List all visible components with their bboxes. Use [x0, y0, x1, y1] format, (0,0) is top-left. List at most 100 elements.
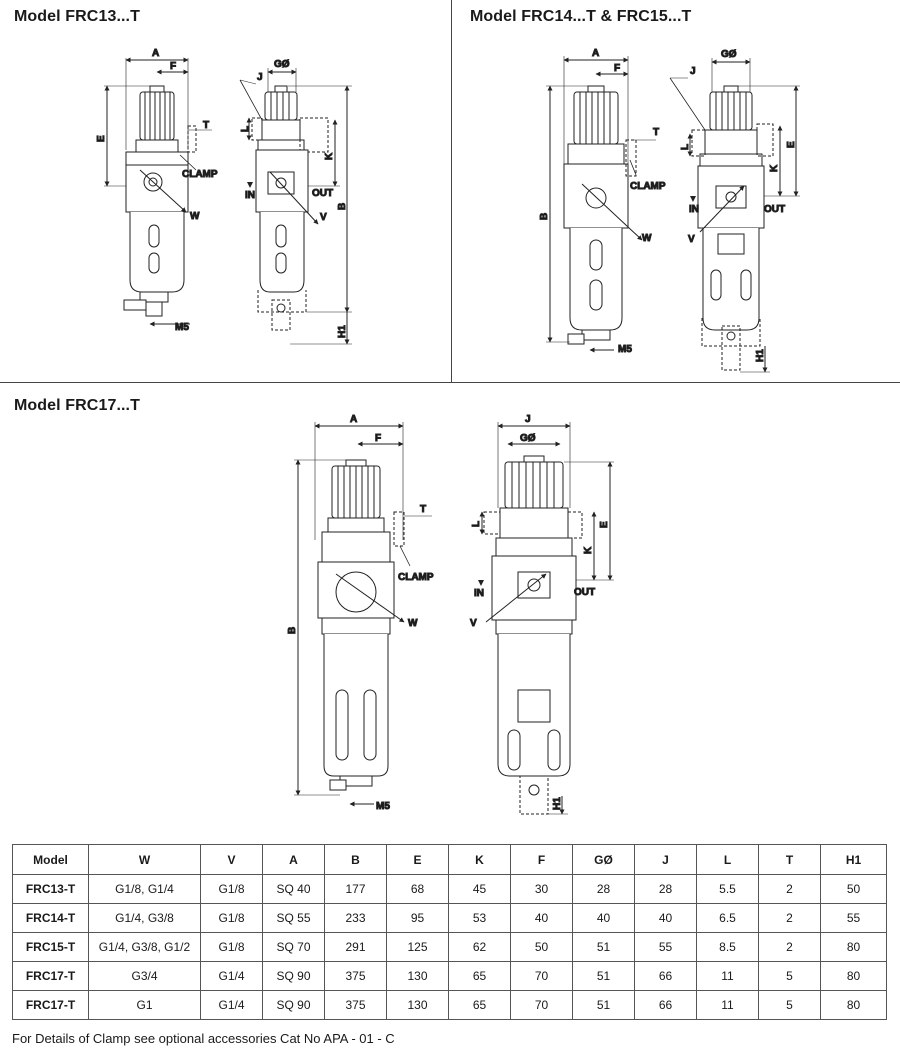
- in-label-frc13: IN: [245, 190, 255, 201]
- table-cell: 5.5: [696, 874, 759, 904]
- table-cell: 50: [510, 932, 573, 962]
- dim-e-frc17: E: [599, 521, 610, 528]
- frc13-side-view: [239, 68, 352, 345]
- table-cell: SQ 40: [262, 874, 325, 904]
- dim-j-frc14: J: [690, 66, 696, 77]
- section-divider-vertical: [451, 0, 452, 383]
- out-label-frc14: OUT: [764, 204, 785, 215]
- table-cell: 55: [634, 932, 697, 962]
- in-label-frc17: IN: [474, 588, 484, 599]
- dim-l-frc13: L: [240, 126, 251, 132]
- table-cell: 177: [324, 874, 387, 904]
- table-cell: 40: [572, 903, 635, 933]
- section-divider-horizontal: [0, 382, 900, 383]
- table-cell: 66: [634, 961, 697, 991]
- dim-w-frc14: W: [642, 233, 652, 244]
- table-cell: G1/4: [200, 961, 263, 991]
- column-header: B: [324, 844, 387, 875]
- table-cell: G3/4: [88, 961, 201, 991]
- table-cell: 28: [572, 874, 635, 904]
- dim-h1-frc14: H1: [755, 349, 766, 362]
- table-cell: 95: [386, 903, 449, 933]
- table-cell: G1/4, G3/8, G1/2: [88, 932, 201, 962]
- dim-e-frc13: E: [96, 135, 107, 142]
- model-cell: FRC17-T: [12, 961, 89, 991]
- table-cell: 70: [510, 990, 573, 1020]
- title-frc13: Model FRC13...T: [14, 8, 140, 25]
- table-cell: 51: [572, 990, 635, 1020]
- dim-a-frc13: A: [152, 48, 159, 59]
- model-cell: FRC14-T: [12, 903, 89, 933]
- dim-l-frc14: L: [680, 144, 691, 150]
- dim-b-frc14: B: [539, 213, 550, 220]
- table-cell: 80: [820, 990, 887, 1020]
- dim-v-frc13: V: [320, 212, 327, 223]
- column-header: E: [386, 844, 449, 875]
- dim-t-frc14: T: [653, 127, 659, 138]
- table-cell: 68: [386, 874, 449, 904]
- table-cell: 51: [572, 932, 635, 962]
- table-cell: 291: [324, 932, 387, 962]
- table-cell: G1/4: [200, 990, 263, 1020]
- table-cell: 233: [324, 903, 387, 933]
- dim-v-frc17: V: [470, 618, 477, 629]
- dim-a-frc17: A: [350, 414, 357, 425]
- table-cell: 62: [448, 932, 511, 962]
- model-cell: FRC15-T: [12, 932, 89, 962]
- table-cell: 80: [820, 932, 887, 962]
- table-cell: G1/4, G3/8: [88, 903, 201, 933]
- dim-g-frc17: GØ: [520, 433, 536, 444]
- table-cell: 375: [324, 990, 387, 1020]
- clamp-label-frc17: CLAMP: [398, 572, 434, 583]
- dim-v-frc14: V: [688, 234, 695, 245]
- technical-drawings: A F E T CLAMP W M5: [96, 48, 800, 815]
- dim-f-frc17: F: [375, 433, 381, 444]
- table-cell: 6.5: [696, 903, 759, 933]
- dim-g-frc14: GØ: [721, 49, 737, 60]
- table-cell: 66: [634, 990, 697, 1020]
- out-label-frc13: OUT: [312, 188, 333, 199]
- frc17-side-view: [478, 422, 614, 815]
- dim-f-frc13: F: [170, 61, 176, 72]
- dim-b-frc17: B: [287, 627, 298, 634]
- dim-j-frc17: J: [525, 414, 531, 425]
- table-cell: 8.5: [696, 932, 759, 962]
- column-header: V: [200, 844, 263, 875]
- dim-h1-frc17: H1: [552, 797, 563, 810]
- in-label-frc14: IN: [689, 204, 699, 215]
- dim-k-frc13: K: [324, 152, 335, 160]
- table-cell: 2: [758, 903, 821, 933]
- table-cell: SQ 55: [262, 903, 325, 933]
- frc14-side-view: [669, 58, 800, 373]
- frc14-front-view: [546, 56, 656, 353]
- table-cell: G1/8: [200, 932, 263, 962]
- dim-f-frc14: F: [614, 63, 620, 74]
- frc17-front-view: [294, 422, 432, 807]
- dim-g-frc13: GØ: [274, 59, 290, 70]
- dim-e-frc14: E: [786, 141, 797, 148]
- table-cell: 80: [820, 961, 887, 991]
- table-cell: 40: [510, 903, 573, 933]
- table-cell: 2: [758, 932, 821, 962]
- dim-t-frc13: T: [203, 120, 209, 131]
- table-cell: G1/8: [200, 874, 263, 904]
- dim-m5-frc14: M5: [618, 344, 632, 355]
- column-header: K: [448, 844, 511, 875]
- table-cell: 130: [386, 990, 449, 1020]
- table-cell: 50: [820, 874, 887, 904]
- clamp-label-frc14: CLAMP: [630, 181, 666, 192]
- table-cell: G1/8, G1/4: [88, 874, 201, 904]
- dim-w-frc17: W: [408, 618, 418, 629]
- column-header: T: [758, 844, 821, 875]
- table-cell: 375: [324, 961, 387, 991]
- table-cell: 11: [696, 990, 759, 1020]
- column-header: Model: [12, 844, 89, 875]
- dim-l-frc17: L: [471, 521, 482, 527]
